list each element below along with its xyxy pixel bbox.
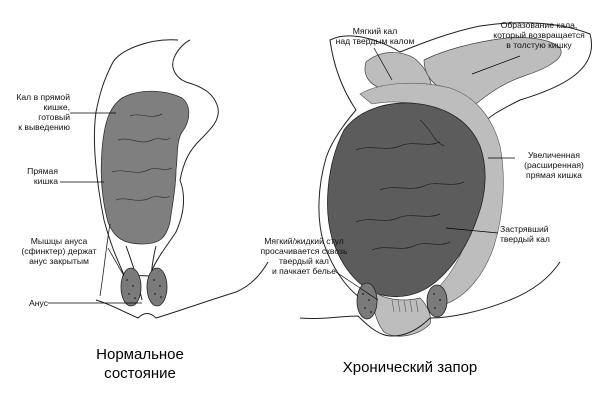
normal-stool-fold-2: [111, 167, 173, 173]
constipation-rectum-illustration: [299, 22, 592, 337]
label-normal-rectum: Прямая кишка: [27, 166, 58, 186]
label-leakage: Мягкий/жидкий стул просачивается сквозь …: [260, 236, 348, 276]
label-soft-over-hard: Мягкий кал над твердым калом: [335, 26, 415, 46]
normal-buttock-outline-2: [99, 223, 111, 297]
caption-constipation: Хронический запор: [342, 359, 478, 376]
normal-sphincter-left: [120, 267, 142, 307]
normal-stool-fold-1: [117, 137, 171, 143]
hard-stool-fold-2: [379, 181, 465, 191]
hard-stool-fold-5: [419, 119, 445, 147]
leader-leakage: [335, 271, 379, 301]
constipation-sphincter-right: [426, 284, 448, 318]
hard-stool-fold-4: [371, 241, 451, 251]
label-returning-stool: Образование кала, который возвращается в…: [493, 20, 585, 50]
hard-stool-mass: [327, 102, 486, 297]
label-enlarged-rectum: Увеличенная (расширенная) прямая кишка: [524, 150, 584, 180]
normal-sphincter-right: [146, 267, 168, 307]
leaking-soft-stool: [371, 289, 431, 337]
leader-soft-over-hard: [373, 47, 393, 81]
normal-buttock-outline: [95, 261, 269, 319]
leader-normal-muscles: [107, 247, 125, 277]
normal-stool: [100, 90, 190, 245]
caption-normal: Нормальное состояние: [96, 346, 184, 382]
normal-stool-fold-3: [115, 195, 171, 201]
leader-returning: [471, 55, 521, 75]
normal-rectum-illustration: [93, 39, 269, 319]
label-stuck-hard-stool: Застрявший твердый кал: [500, 224, 550, 244]
constipation-buttock-outline: [299, 261, 561, 337]
leader-stuck: [445, 227, 499, 234]
label-normal-stool: Кал в прямой кишке, готовый к выведению: [16, 92, 70, 132]
hard-stool-fold-3: [355, 213, 441, 223]
label-normal-muscles: Мышцы ануса (сфинктер) держат анус закры…: [21, 236, 97, 266]
normal-stool-fold-4: [129, 113, 163, 117]
hard-stool-fold-1: [355, 141, 441, 151]
label-normal-anus: Анус: [29, 298, 48, 308]
constipation-sphincter-left: [356, 282, 378, 320]
